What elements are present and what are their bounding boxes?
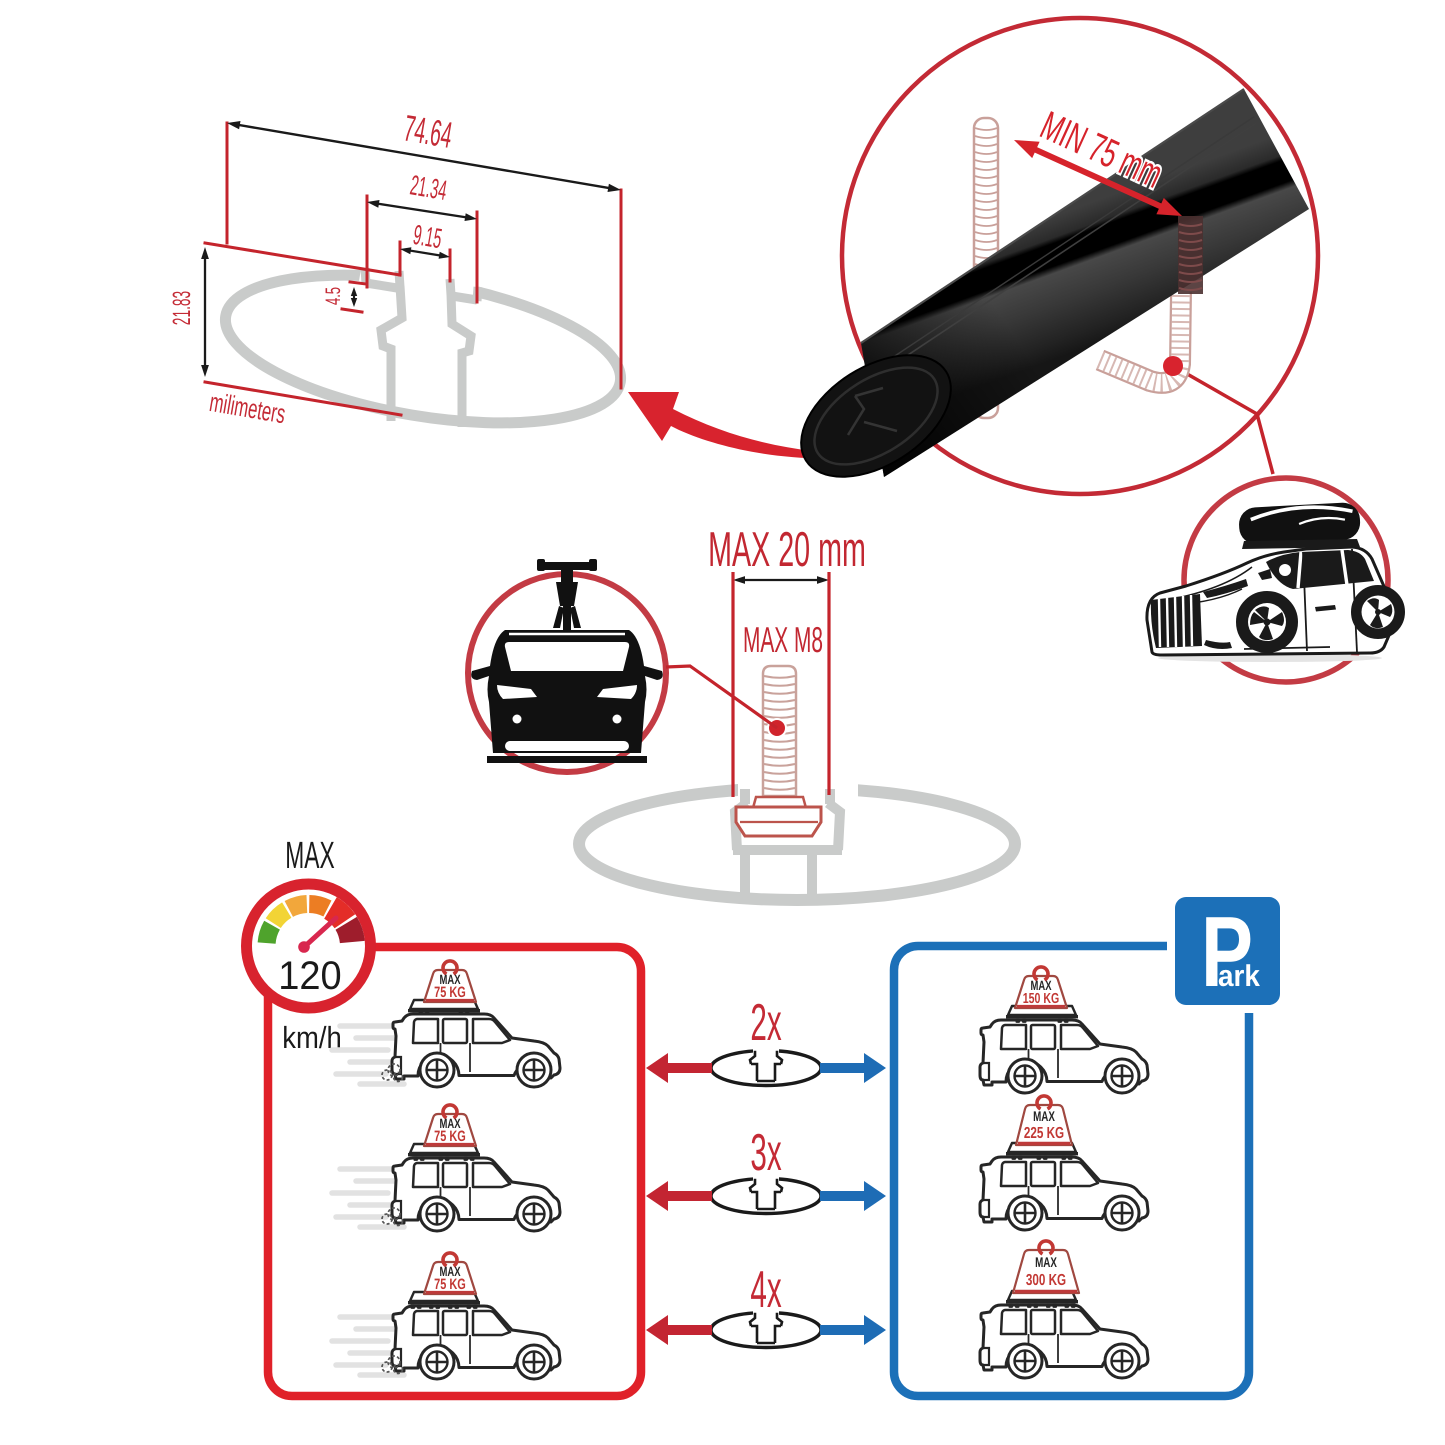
svg-text:300 KG: 300 KG — [1026, 1272, 1066, 1289]
svg-text:MAX: MAX — [1035, 1254, 1057, 1270]
svg-text:3x: 3x — [750, 1124, 781, 1182]
svg-text:120: 120 — [278, 954, 341, 998]
svg-text:MAX: MAX — [285, 835, 334, 877]
svg-text:4.5: 4.5 — [322, 287, 345, 305]
svg-text:MAX: MAX — [1031, 978, 1052, 993]
svg-text:ark: ark — [1218, 960, 1260, 993]
svg-text:74.64: 74.64 — [401, 107, 455, 155]
svg-text:MAX: MAX — [1033, 1108, 1055, 1124]
svg-text:75 KG: 75 KG — [434, 984, 466, 1001]
svg-text:225 KG: 225 KG — [1024, 1125, 1064, 1142]
svg-text:75 KG: 75 KG — [434, 1128, 466, 1145]
svg-text:MAX 20 mm: MAX 20 mm — [708, 523, 866, 577]
svg-text:21.34: 21.34 — [408, 169, 449, 206]
svg-text:4x: 4x — [750, 1261, 781, 1319]
svg-text:MAX: MAX — [440, 972, 461, 987]
svg-text:MAX M8: MAX M8 — [743, 619, 823, 660]
svg-text:21.83: 21.83 — [168, 291, 196, 325]
svg-text:MAX: MAX — [440, 1116, 461, 1131]
svg-text:P: P — [1201, 896, 1253, 1008]
svg-text:150 KG: 150 KG — [1023, 991, 1059, 1007]
svg-text:9.15: 9.15 — [411, 219, 444, 254]
svg-text:75 KG: 75 KG — [434, 1276, 466, 1293]
svg-text:2x: 2x — [750, 994, 781, 1052]
svg-text:MAX: MAX — [440, 1264, 461, 1279]
